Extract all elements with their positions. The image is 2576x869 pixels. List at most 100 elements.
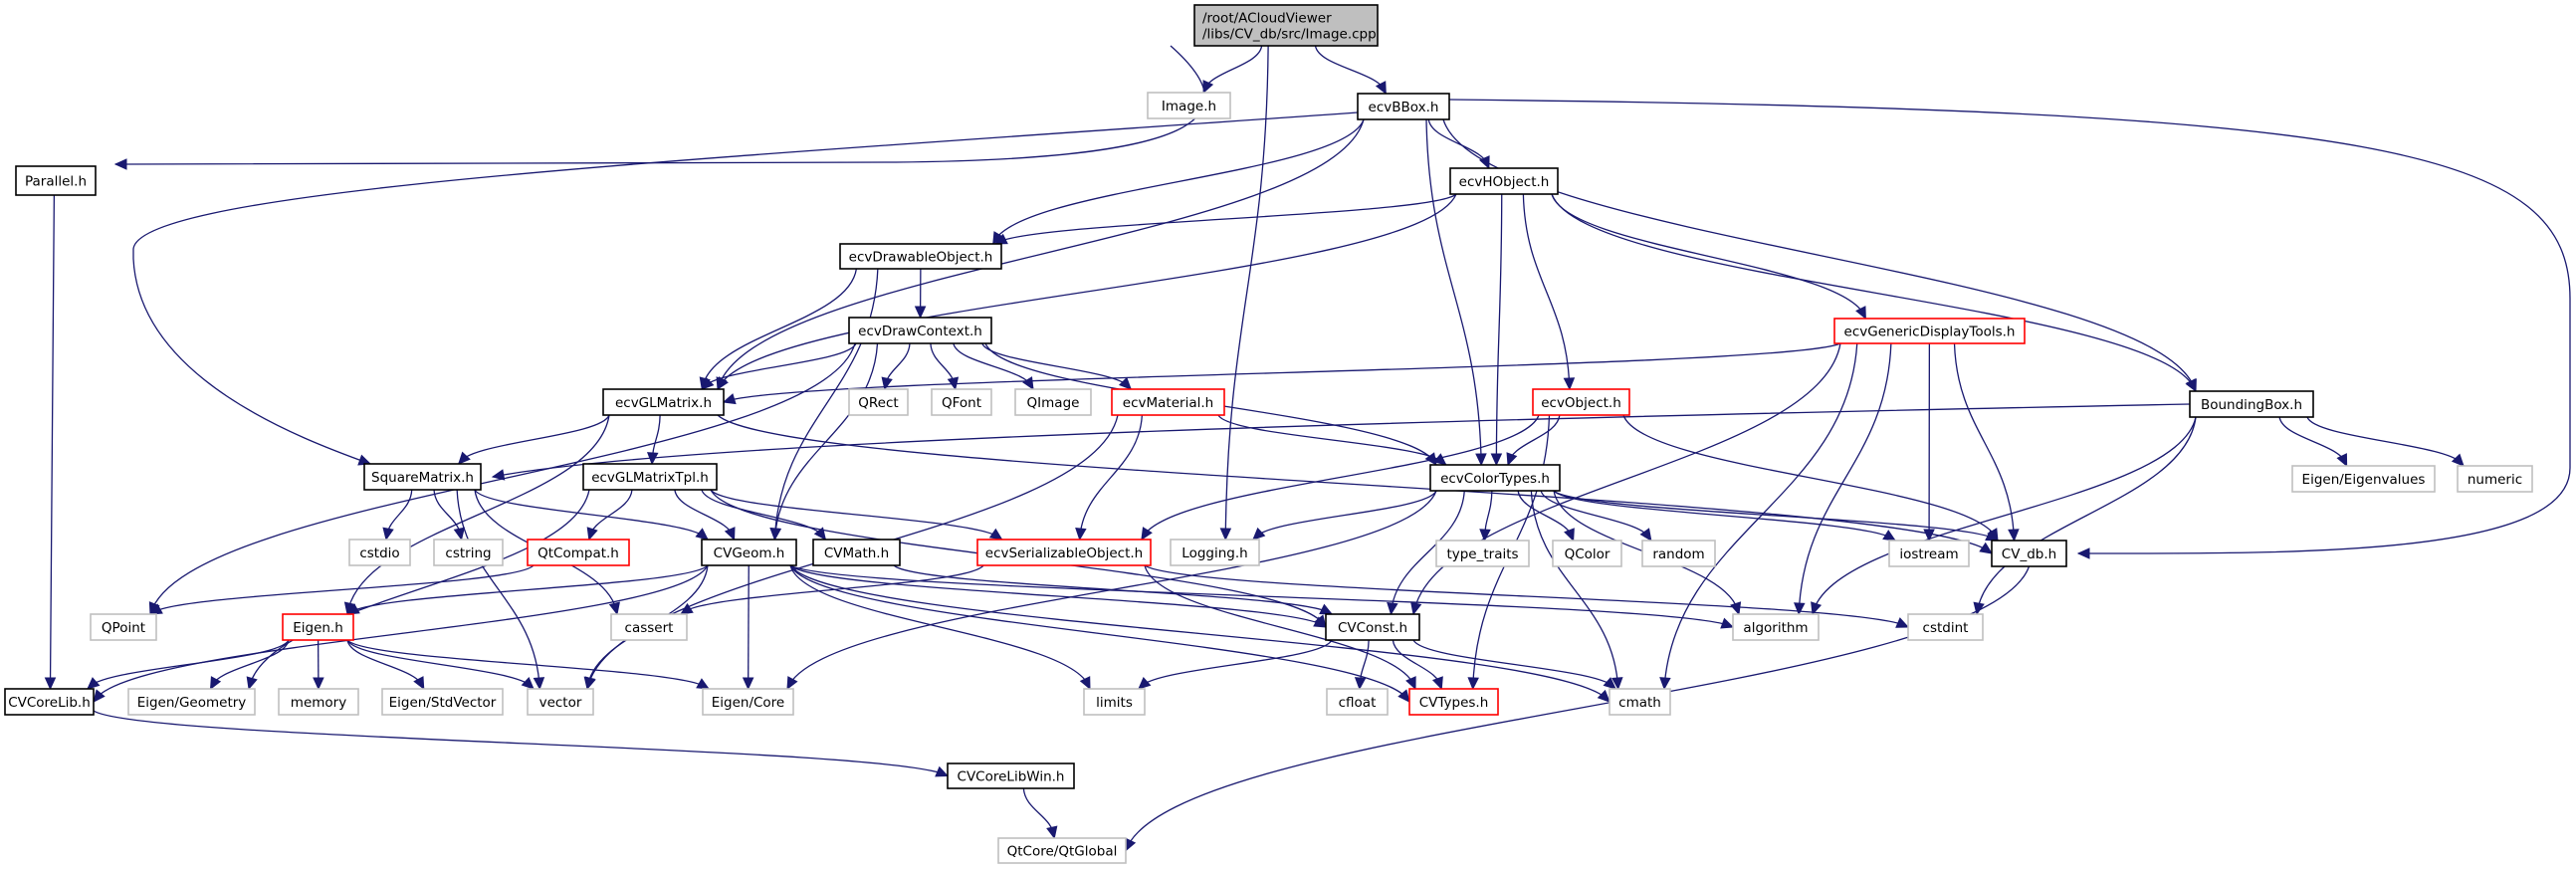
arrowhead-icon xyxy=(1882,530,1897,542)
node-label: ecvBBox.h xyxy=(1369,100,1439,115)
node-cfloat: cfloat xyxy=(1326,688,1389,716)
node-cvcorelibwin-h[interactable]: CVCoreLibWin.h xyxy=(947,762,1075,789)
arrowhead-icon xyxy=(1979,542,1993,554)
arrowhead-icon xyxy=(2076,547,2090,559)
node-label: Image.h xyxy=(1162,99,1216,114)
edge-squarematrix-h-to-cstdio xyxy=(382,489,413,542)
arrowhead-icon xyxy=(583,676,595,691)
node-cvgeom-h[interactable]: CVGeom.h xyxy=(701,539,797,566)
edge-line xyxy=(93,564,709,703)
edge-line xyxy=(346,639,535,690)
node-cvconst-h[interactable]: CVConst.h xyxy=(1325,613,1420,641)
node-label: numeric xyxy=(2468,472,2522,488)
node-random: random xyxy=(1641,540,1716,567)
edge-line xyxy=(680,564,984,615)
edge-line xyxy=(1553,490,1999,542)
node-label: ecvGenericDisplayTools.h xyxy=(1844,325,2016,340)
node-label: cmath xyxy=(1618,695,1661,711)
node-ecvmaterial-h[interactable]: ecvMaterial.h xyxy=(1111,388,1225,416)
node-box xyxy=(278,688,359,716)
edge-ecvcolortypes-h-to-qcolor xyxy=(1517,490,1575,543)
edge-eigen-h-to-memory xyxy=(313,639,324,691)
node-label: cassert xyxy=(625,620,674,636)
arrowhead-icon xyxy=(1563,377,1576,391)
node-cvcorelib-h[interactable]: CVCoreLib.h xyxy=(4,688,95,716)
arrowhead-icon xyxy=(1794,602,1806,616)
node-box xyxy=(381,688,504,716)
node-ecvdrawcontext-h[interactable]: ecvDrawContext.h xyxy=(848,317,992,344)
node-root[interactable]: /root/ACloudViewer/libs/CV_db/src/Image.… xyxy=(1193,4,1379,47)
arrowhead-icon xyxy=(742,677,754,691)
edge-cvconst-h-to-cvtypes-h xyxy=(1392,639,1443,691)
node-box xyxy=(4,688,95,716)
arrowhead-icon xyxy=(1811,601,1823,616)
arrowhead-icon xyxy=(1923,529,1935,543)
node-ecvglmatrix-h[interactable]: ecvGLMatrix.h xyxy=(602,388,725,416)
node-box xyxy=(1833,318,2026,344)
node-ecvobject-h[interactable]: ecvObject.h xyxy=(1532,388,1630,416)
arrowhead-icon xyxy=(722,393,737,405)
arrowhead-icon xyxy=(1720,617,1735,629)
node-label: iostream xyxy=(1899,546,1958,562)
node-logging-h: Logging.h xyxy=(1170,539,1260,566)
node-box xyxy=(839,243,1002,270)
node-ecvglmatrixtpl-h[interactable]: ecvGLMatrixTpl.h xyxy=(582,463,718,491)
arrowhead-icon xyxy=(1046,825,1058,840)
edge-ecvcolortypes-h-to-random xyxy=(1540,490,1652,542)
edge-line xyxy=(789,564,1410,703)
node-box xyxy=(947,762,1075,789)
arrowhead-icon xyxy=(1125,837,1137,852)
arrowhead-icon xyxy=(521,676,535,690)
node-ecvserializableobject-h[interactable]: ecvSerializableObject.h xyxy=(976,539,1152,566)
node-box xyxy=(2189,390,2314,418)
node-qcolor: QColor xyxy=(1552,540,1622,567)
node-label: ecvMaterial.h xyxy=(1123,395,1213,411)
node-squarematrix-h[interactable]: SquareMatrix.h xyxy=(363,463,482,491)
edge-line xyxy=(1530,490,1619,690)
edge-cvgeom-h-to-cvconst-h xyxy=(789,564,1328,628)
node-ecvgenericdisplaytools-h[interactable]: ecvGenericDisplayTools.h xyxy=(1833,318,2026,344)
arrowhead-icon xyxy=(1405,676,1416,691)
edge-line xyxy=(93,710,949,777)
node-box xyxy=(2291,465,2436,493)
node-parallel-h[interactable]: Parallel.h xyxy=(15,165,97,196)
edge-line xyxy=(1448,99,2571,554)
arrowhead-icon xyxy=(1079,676,1091,691)
arrowhead-icon xyxy=(724,527,736,542)
edge-line xyxy=(748,564,750,690)
edge-ecvglmatrixtpl-h-to-cvmath-h xyxy=(701,489,827,541)
edge-root-to-parallel-h xyxy=(113,45,1206,170)
edge-ecvdrawcontext-h-to-ecvglmatrix-h xyxy=(701,342,857,390)
node-box xyxy=(1532,388,1630,416)
node-ecvcolortypes-h[interactable]: ecvColorTypes.h xyxy=(1429,464,1561,492)
edge-ecvserializableobject-h-to-cvtypes-h xyxy=(1144,564,1416,691)
edge-parallel-h-to-cvcorelib-h xyxy=(44,194,57,691)
node-cv-db-h[interactable]: CV_db.h xyxy=(1991,540,2067,567)
edge-line xyxy=(87,639,290,690)
node-eigen-h[interactable]: Eigen.h xyxy=(282,613,354,641)
node-ecvbbox-h[interactable]: ecvBBox.h xyxy=(1357,93,1450,120)
node-qtcompat-h[interactable]: QtCompat.h xyxy=(527,539,630,566)
edge-line xyxy=(1390,490,1465,615)
node-boundingbox-h[interactable]: BoundingBox.h xyxy=(2189,390,2314,418)
arrowhead-icon xyxy=(813,527,827,541)
arrowhead-icon xyxy=(695,528,709,541)
arrowhead-icon xyxy=(2336,453,2348,468)
arrowhead-icon xyxy=(113,158,127,170)
node-ecvhobject-h[interactable]: ecvHObject.h xyxy=(1449,167,1559,195)
edge-ecvhobject-h-to-ecvgenericdisplaytools-h xyxy=(1551,193,1867,321)
edge-ecvserializableobject-h-to-cassert xyxy=(679,564,984,615)
edge-line xyxy=(1252,490,1437,541)
node-vector: vector xyxy=(527,688,594,716)
node-cvmath-h[interactable]: CVMath.h xyxy=(812,539,901,566)
edge-cv-db-h-to-qtcore-qtglobal xyxy=(1125,565,2031,852)
edge-line xyxy=(346,639,710,690)
node-ecvdrawableobject-h[interactable]: ecvDrawableObject.h xyxy=(839,243,1002,270)
edge-cvgeom-h-to-eigen-core xyxy=(742,564,754,691)
edge-line xyxy=(1144,564,1416,690)
edge-ecvgenericdisplaytools-h-to-cvconst-h xyxy=(1410,342,1841,616)
node-cvtypes-h[interactable]: CVTypes.h xyxy=(1408,688,1499,716)
arrowhead-icon xyxy=(586,527,598,542)
arrowhead-icon xyxy=(696,678,711,690)
edge-ecvdrawableobject-h-to-ecvglmatrix-h xyxy=(699,268,858,391)
